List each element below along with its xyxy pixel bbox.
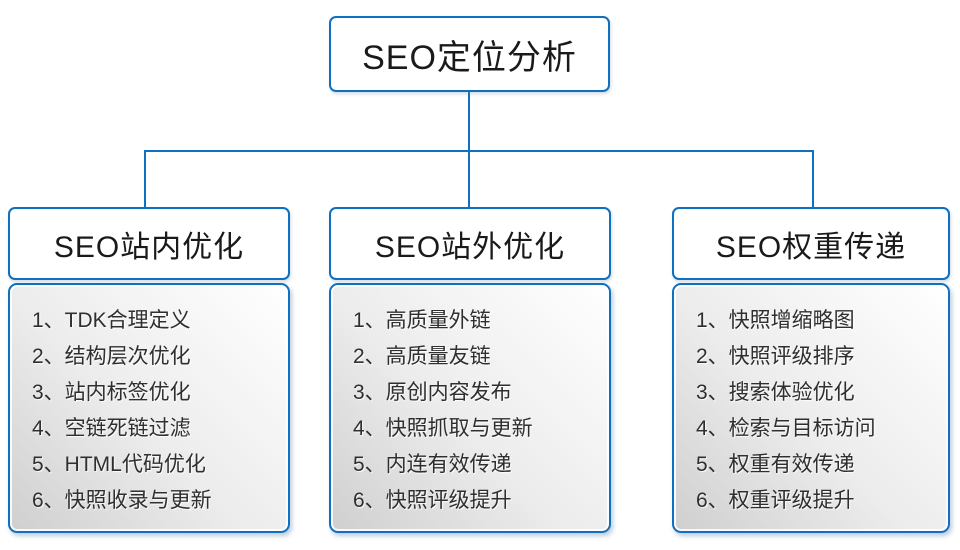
list-item: 2、结构层次优化 (32, 345, 191, 368)
branch-offsite-optimization: SEO站外优化 1、高质量外链 2、高质量友链 3、原创内容发布 4、快照抓取与… (329, 207, 611, 533)
branch-item-panel: 1、快照增缩略图 2、快照评级排序 3、搜索体验优化 4、检索与目标访问 5、权… (672, 283, 950, 533)
branch-header: SEO权重传递 (672, 207, 950, 280)
connector-right-vertical (812, 150, 814, 208)
list-item: 6、快照评级提升 (353, 489, 512, 512)
list-item: 3、站内标签优化 (32, 381, 191, 404)
list-item: 5、内连有效传递 (353, 453, 512, 476)
root-node-label: SEO定位分析 (362, 38, 577, 77)
connector-horizontal (144, 150, 814, 152)
list-item: 1、TDK合理定义 (32, 309, 191, 332)
branch-title: SEO站内优化 (53, 230, 245, 264)
branch-item-panel: 1、高质量外链 2、高质量友链 3、原创内容发布 4、快照抓取与更新 5、内连有… (329, 283, 611, 533)
branch-title: SEO权重传递 (715, 230, 907, 264)
branch-weight-transfer: SEO权重传递 1、快照增缩略图 2、快照评级排序 3、搜索体验优化 4、检索与… (672, 207, 950, 533)
branch-header: SEO站外优化 (329, 207, 611, 280)
connector-center-vertical (468, 150, 470, 208)
branch-header: SEO站内优化 (8, 207, 290, 280)
root-node: SEO定位分析 (329, 16, 610, 92)
list-item: 1、高质量外链 (353, 309, 491, 332)
connector-left-vertical (144, 150, 146, 208)
list-item: 6、权重评级提升 (696, 489, 855, 512)
branch-item-panel: 1、TDK合理定义 2、结构层次优化 3、站内标签优化 4、空链死链过滤 5、H… (8, 283, 290, 533)
list-item: 5、权重有效传递 (696, 453, 855, 476)
list-item: 4、空链死链过滤 (32, 417, 191, 440)
branch-onsite-optimization: SEO站内优化 1、TDK合理定义 2、结构层次优化 3、站内标签优化 4、空链… (8, 207, 290, 533)
list-item: 2、快照评级排序 (696, 345, 855, 368)
branch-title: SEO站外优化 (374, 230, 566, 264)
list-item: 4、检索与目标访问 (696, 417, 876, 440)
list-item: 6、快照收录与更新 (32, 489, 212, 512)
list-item: 3、原创内容发布 (353, 381, 512, 404)
list-item: 3、搜索体验优化 (696, 381, 855, 404)
connector-root-vertical (468, 90, 470, 152)
list-item: 5、HTML代码优化 (32, 453, 206, 476)
list-item: 2、高质量友链 (353, 345, 491, 368)
list-item: 4、快照抓取与更新 (353, 417, 533, 440)
list-item: 1、快照增缩略图 (696, 309, 855, 332)
